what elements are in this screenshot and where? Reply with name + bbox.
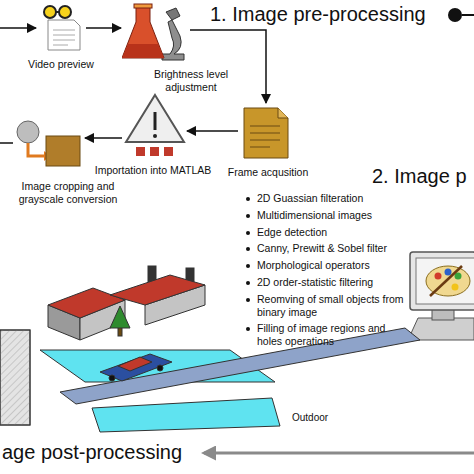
method-text: Edge detection bbox=[257, 226, 327, 238]
method-item: Edge detection bbox=[245, 226, 405, 239]
flow-line bbox=[462, 14, 474, 16]
step-icon bbox=[240, 104, 292, 160]
method-item: Canny, Prewitt & Sobel filter bbox=[245, 242, 405, 255]
step-icon bbox=[38, 4, 84, 52]
method-text: Reomving of small objects from binary im… bbox=[257, 293, 403, 318]
step-label: Brightness level adjustment bbox=[135, 68, 247, 93]
method-item: 2D Guassian filteration bbox=[245, 192, 405, 205]
section-title: 2. Image p bbox=[372, 164, 467, 188]
flow-arrow bbox=[187, 130, 238, 132]
method-text: Morphological operators bbox=[257, 259, 370, 271]
bullet bbox=[246, 264, 250, 268]
method-item: Filling of image regions and holes opera… bbox=[245, 322, 405, 348]
method-text: 2D Guassian filteration bbox=[257, 192, 363, 204]
flow-dot bbox=[448, 8, 462, 22]
bullet bbox=[246, 197, 250, 201]
bullet bbox=[246, 214, 250, 218]
process-icon: Image cropping and grayscale conversion bbox=[14, 118, 84, 168]
process-icon: Frame acqusition bbox=[240, 104, 292, 160]
step-icon bbox=[14, 118, 84, 168]
method-text: Filling of image regions and holes opera… bbox=[257, 322, 385, 347]
bullet bbox=[246, 231, 250, 235]
outdoor-scene bbox=[0, 266, 420, 432]
flow-arrow bbox=[85, 137, 122, 139]
process-icon: Importation into MATLAB bbox=[124, 92, 186, 158]
method-text: 2D order-statistic filtering bbox=[257, 276, 373, 288]
flow-line bbox=[0, 142, 13, 144]
method-item: Morphological operators bbox=[245, 259, 405, 272]
section-title: 1. Image pre-processing bbox=[210, 2, 426, 26]
method-item: 2D order-statistic filtering bbox=[245, 276, 405, 289]
bullet bbox=[246, 281, 250, 285]
process-icon: Brightness level adjustment bbox=[122, 2, 188, 64]
flow-line bbox=[0, 27, 36, 29]
bullet bbox=[246, 298, 250, 302]
step-label: Video preview bbox=[20, 58, 102, 71]
step-label: Image cropping and grayscale conversion bbox=[2, 180, 134, 205]
method-item: Multidimensional images bbox=[245, 209, 405, 222]
step-label: Importation into MATLAB bbox=[88, 164, 218, 177]
bullet bbox=[246, 327, 250, 331]
section-title: age post-processing bbox=[2, 440, 182, 464]
step-icon bbox=[124, 92, 186, 158]
process-icon: Video preview bbox=[38, 4, 84, 52]
computer-icon bbox=[408, 252, 474, 340]
flow-arrow bbox=[204, 452, 474, 455]
bullet bbox=[246, 247, 250, 251]
method-text: Canny, Prewitt & Sobel filter bbox=[257, 242, 387, 254]
step-label: Frame acqusition bbox=[224, 166, 312, 179]
method-item: Reomving of small objects from binary im… bbox=[245, 293, 405, 319]
method-text: Multidimensional images bbox=[257, 209, 372, 221]
step-icon bbox=[122, 2, 188, 64]
scene-label: Outdoor bbox=[292, 412, 328, 424]
flow-arrow bbox=[86, 27, 121, 29]
